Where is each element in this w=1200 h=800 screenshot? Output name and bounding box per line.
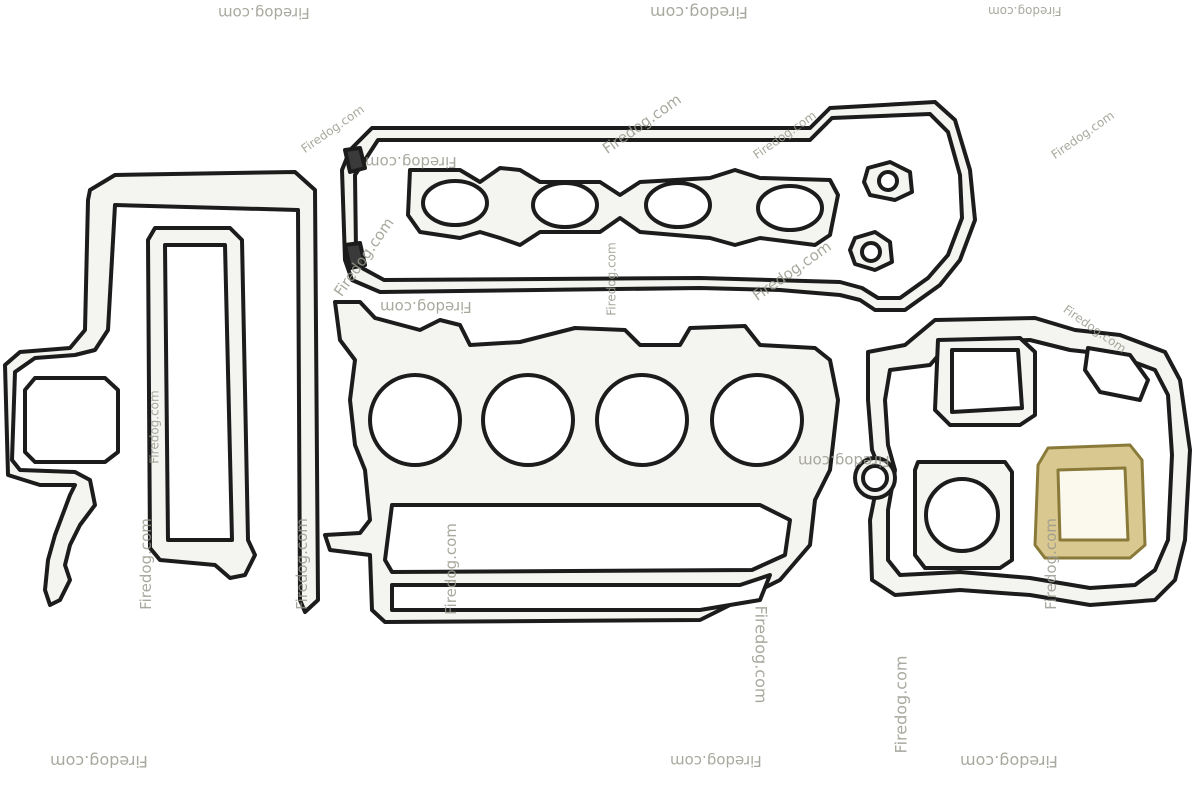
watermark: Firedog.com bbox=[650, 3, 748, 22]
watermark: Firedog.com bbox=[604, 242, 619, 316]
watermark: Firedog.com bbox=[292, 518, 311, 610]
left-cover-gasket bbox=[3, 170, 320, 614]
watermark: Firedog.com bbox=[670, 752, 762, 770]
watermark: Firedog.com bbox=[891, 655, 911, 754]
intake-manifold-gasket bbox=[406, 166, 840, 247]
watermark: Firedog.com bbox=[960, 752, 1058, 771]
watermark: Firedog.com bbox=[365, 153, 457, 171]
watermark: Firedog.com bbox=[218, 4, 310, 22]
watermark: Firedog.com bbox=[136, 518, 155, 610]
watermark: Firedog.com bbox=[988, 4, 1062, 18]
watermark: Firedog.com bbox=[380, 298, 472, 316]
watermark: Firedog.com bbox=[798, 452, 890, 470]
watermark: Firedog.com bbox=[751, 605, 771, 704]
watermark: Firedog.com bbox=[1041, 518, 1060, 610]
watermark: Firedog.com bbox=[50, 752, 148, 771]
watermark: Firedog.com bbox=[441, 523, 460, 615]
watermark: Firedog.com bbox=[147, 390, 162, 464]
